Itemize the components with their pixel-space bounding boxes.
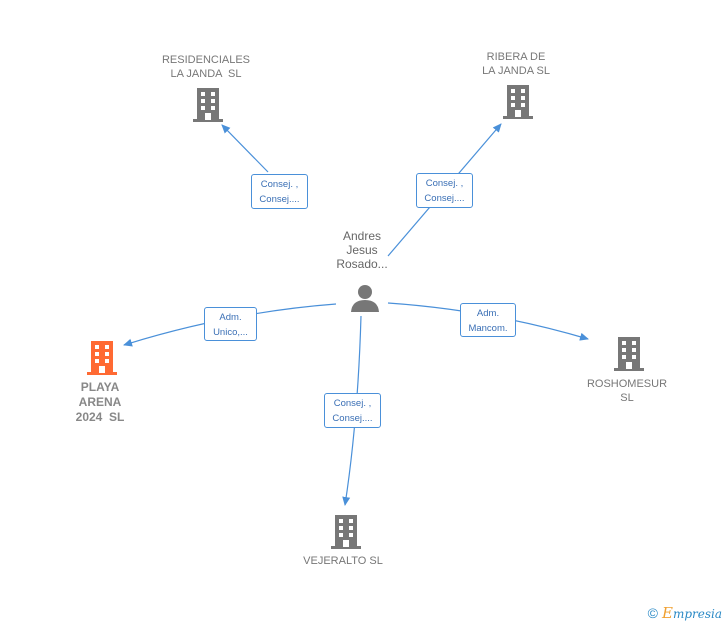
person-name-line: Jesus: [346, 243, 378, 257]
company-label-line: 2024 SL: [75, 410, 125, 424]
company-label-line: LA JANDA SL: [170, 68, 242, 80]
building-icon[interactable]: [193, 88, 223, 122]
relation-badge-vejeralto[interactable]: Consej. , Consej....: [324, 393, 381, 428]
building-icon[interactable]: [614, 337, 644, 371]
company-label-residenciales[interactable]: RESIDENCIALES LA JANDA SL: [146, 53, 266, 81]
company-label-ribera[interactable]: RIBERA DE LA JANDA SL: [456, 50, 576, 78]
building-icon[interactable]: [87, 341, 117, 375]
company-label-line: ROSHOMESUR: [586, 378, 668, 390]
company-label-line: RESIDENCIALES: [161, 54, 251, 66]
relation-role: Unico,...: [213, 327, 248, 338]
brand-logo-initial: E: [661, 604, 673, 622]
company-label-line: RIBERA DE: [486, 51, 546, 63]
relation-badge-ribera[interactable]: Consej. , Consej....: [416, 173, 473, 208]
copyright-symbol: ©: [647, 605, 658, 621]
company-label-line: VEJERALTO SL: [303, 555, 383, 567]
company-label-vejeralto[interactable]: VEJERALTO SL: [283, 554, 403, 568]
building-icon[interactable]: [503, 85, 533, 119]
company-label-line: PLAYA: [80, 380, 120, 394]
company-label-line: LA JANDA SL: [482, 65, 550, 77]
relation-role: Adm.: [476, 308, 500, 319]
company-label-playa[interactable]: PLAYA ARENA 2024 SL: [40, 380, 160, 425]
relation-role: Consej. ,: [260, 179, 299, 190]
person-icon[interactable]: [350, 283, 380, 312]
building-icon[interactable]: [331, 515, 361, 549]
person-name-line: Rosado...: [336, 257, 388, 271]
relation-role: Consej....: [424, 193, 465, 204]
relation-role: Consej. ,: [333, 398, 372, 409]
relation-role: Consej....: [332, 413, 373, 424]
relation-role: Consej. ,: [425, 178, 464, 189]
company-label-line: SL: [620, 392, 634, 404]
relation-role: Consej....: [259, 194, 300, 205]
relation-badge-playa[interactable]: Adm. Unico,...: [204, 307, 257, 341]
company-label-roshomesur[interactable]: ROSHOMESUR SL: [567, 377, 687, 405]
person-name-line: Andres: [342, 229, 382, 243]
relation-badge-roshomesur[interactable]: Adm. Mancom.: [460, 303, 516, 337]
edge-residenciales: [221, 124, 269, 173]
brand-logo-text: mpresia: [672, 607, 722, 621]
relation-badge-residenciales[interactable]: Consej. , Consej....: [251, 174, 308, 209]
company-label-line: ARENA: [78, 395, 122, 409]
person-name[interactable]: Andres Jesus Rosado...: [317, 229, 407, 271]
relation-role: Mancom.: [468, 323, 508, 334]
relation-role: Adm.: [219, 312, 242, 323]
empresia-watermark: ©Empresia: [648, 604, 722, 622]
